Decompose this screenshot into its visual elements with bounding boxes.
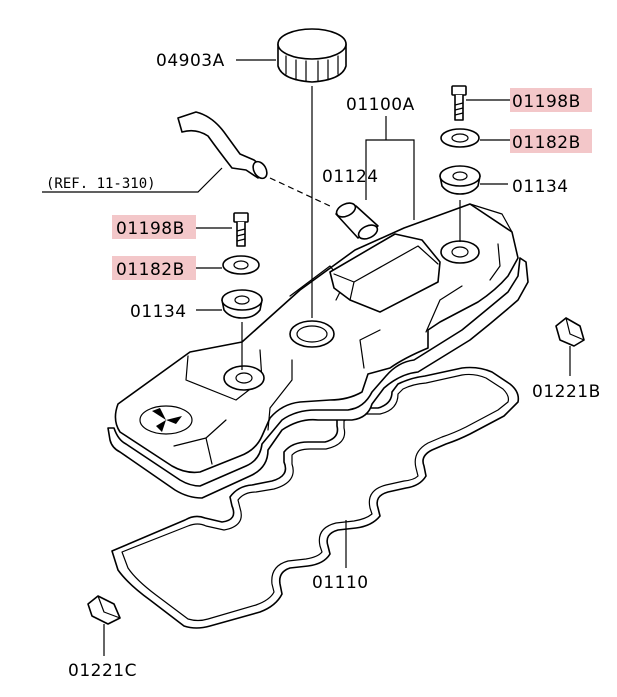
label-01198B-left[interactable]: 01198B — [116, 219, 185, 239]
label-04903A[interactable]: 04903A — [156, 51, 225, 71]
plug-01221B[interactable] — [555, 317, 585, 347]
breather-hose[interactable] — [177, 111, 270, 181]
label-01134-left[interactable]: 01134 — [130, 302, 187, 322]
filler-cap-04903A[interactable] — [277, 28, 347, 83]
bolt-01198B-right[interactable] — [451, 85, 467, 121]
label-01124[interactable]: 01124 — [322, 167, 379, 187]
highlight-washer-right — [510, 129, 592, 153]
label-01221C[interactable]: 01221C — [68, 661, 137, 681]
label-01100A[interactable]: 01100A — [346, 95, 415, 115]
bolt-01198B-left[interactable] — [233, 212, 249, 247]
highlight-washer-left — [112, 256, 196, 280]
rocker-cover-01100A[interactable] — [107, 203, 529, 499]
pcv-valve-01124[interactable] — [334, 200, 379, 241]
highlight-bolt-left — [112, 215, 196, 239]
label-01134-right[interactable]: 01134 — [512, 177, 569, 197]
label-01182B-left[interactable]: 01182B — [116, 260, 185, 280]
washer-01182B-right[interactable] — [440, 128, 480, 148]
leader-lines — [42, 59, 571, 656]
plug-01221C[interactable] — [87, 595, 121, 625]
seal-01134-right[interactable] — [439, 165, 481, 195]
label-01182B-right[interactable]: 01182B — [512, 133, 581, 153]
label-01198B-right[interactable]: 01198B — [512, 92, 581, 112]
washer-01182B-left[interactable] — [222, 255, 260, 275]
label-reference: (REF. 11-310) — [46, 176, 156, 192]
seal-01134-left[interactable] — [221, 289, 263, 319]
label-01221B[interactable]: 01221B — [532, 382, 601, 402]
label-01110[interactable]: 01110 — [312, 573, 369, 593]
highlight-bolt-right — [510, 88, 592, 112]
logo-icon — [139, 405, 193, 435]
gasket-01110[interactable] — [111, 366, 520, 629]
